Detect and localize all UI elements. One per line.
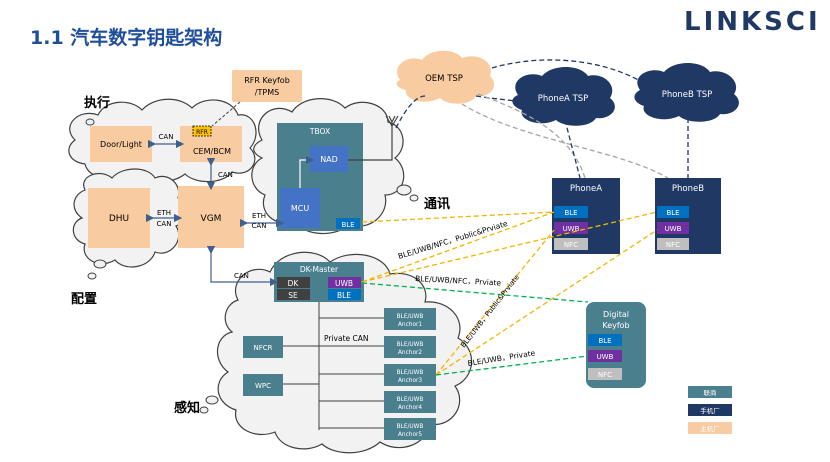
phonea-nfc-label: NFC — [564, 241, 578, 249]
vgm-box: VGM — [178, 186, 244, 248]
vgm-dk-link — [206, 245, 279, 287]
dk-label: DK — [288, 279, 300, 288]
phoneb-box: PhoneB BLE UWB NFC — [655, 178, 721, 254]
private-can-bus — [290, 302, 384, 430]
wireless-links — [361, 211, 658, 376]
anchor-3: BLE/UWB Anchor3 — [384, 364, 436, 386]
anchor-4-line2: Anchor4 — [398, 405, 422, 411]
keyfob-ble-label: BLE — [598, 337, 611, 345]
cloud-bubbles — [85, 118, 419, 414]
dk-master-label: DK-Master — [300, 265, 339, 274]
rfr-keyfob-label-2: /TPMS — [255, 88, 279, 97]
legend-swatch-3 — [688, 422, 732, 434]
anchor-5-line2: Anchor5 — [398, 432, 422, 438]
phoneb-tsp-label: PhoneB TSP — [662, 90, 713, 100]
rfr-keyfob-link — [211, 101, 241, 127]
mcu-label: MCU — [291, 204, 309, 213]
zone-comm-label: 通讯 — [424, 196, 450, 212]
phoneb-nfc-label: NFC — [666, 241, 680, 249]
door-light-box: Door/Light — [90, 126, 152, 162]
anchor-1-line1: BLE/UWB — [397, 314, 424, 320]
door-cem-can-label: CAN — [159, 133, 174, 141]
dk-master-box: DK-Master DK SE UWB BLE — [274, 262, 364, 302]
anchor-2-line2: Anchor2 — [398, 350, 422, 356]
anchor-3-line1: BLE/UWB — [397, 370, 424, 376]
rfr-keyfob-label-1: RFR Keyfob — [244, 76, 290, 85]
anchor-4-line1: BLE/UWB — [397, 397, 424, 403]
digital-keyfob-box: Digital Keyfob BLE UWB NFC — [586, 302, 646, 388]
rfr-keyfob-box: RFR Keyfob /TPMS — [232, 70, 302, 102]
phonea-box: PhoneA BLE UWB NFC — [552, 178, 620, 254]
phonea-tsp-label: PhoneA TSP — [538, 94, 589, 104]
digital-keyfob-label-1: Digital — [603, 310, 629, 319]
tsp-links — [395, 59, 689, 179]
legend-label-3: 主机厂 — [700, 424, 720, 433]
dk-ble-label: BLE — [337, 291, 351, 300]
tbox-label: TBOX — [309, 127, 330, 136]
zone-exec-label: 执行 — [84, 95, 110, 111]
phonea-ble-label: BLE — [564, 209, 577, 217]
door-light-label: Door/Light — [100, 140, 142, 149]
nfcr-box: NFCR — [243, 336, 283, 358]
se-label: SE — [288, 291, 298, 300]
zone-sense-label: 感知 — [174, 400, 200, 416]
anchor-1-line2: Anchor1 — [398, 322, 422, 328]
nad-label: NAD — [320, 155, 338, 164]
keyfob-uwb-label: UWB — [597, 353, 614, 361]
cem-bcm-label: CEM/BCM — [193, 147, 231, 156]
anchor-1: BLE/UWB Anchor1 — [384, 308, 436, 330]
legend-swatch-1 — [688, 386, 732, 398]
oem-tsp-label: OEM TSP — [425, 74, 463, 84]
antenna-icon — [348, 115, 399, 161]
brand-logo: LINKSCI — [684, 7, 821, 37]
phonea-link-label: BLE/UWB/NFC，Public&Prviate — [397, 219, 509, 261]
legend-label-2: 手机厂 — [700, 406, 720, 415]
anchor-2: BLE/UWB Anchor2 — [384, 336, 436, 358]
phoneb-tsp: PhoneB TSP — [634, 63, 739, 122]
dhu-box: DHU — [88, 188, 150, 248]
phoneb-uwb-label: UWB — [665, 225, 682, 233]
phoneb-ble-label: BLE — [666, 209, 679, 217]
zone-config-label: 配置 — [71, 292, 97, 307]
dk-uwb-label: UWB — [335, 279, 353, 288]
phonea-uwb-label: UWB — [563, 225, 580, 233]
keyfob-link-label: BLE/UWB/NFC，Prviate — [415, 274, 502, 288]
vgm-label: VGM — [201, 214, 222, 224]
anchor-5-line1: BLE/UWB — [397, 424, 424, 430]
phonea-label: PhoneA — [570, 184, 602, 194]
private-can-label: Private CAN — [324, 334, 369, 343]
wpc-box: WPC — [243, 374, 283, 396]
vgm-tbox-can-label: CAN — [252, 222, 267, 230]
legend: 联商 手机厂 主机厂 — [688, 386, 732, 434]
rfr-tag: RFR — [192, 125, 212, 137]
wpc-label: WPC — [255, 382, 271, 390]
page-title: 1.1 汽车数字钥匙架构 — [30, 26, 222, 49]
anchor-3-line2: Anchor3 — [398, 378, 422, 384]
oem-tsp: OEM TSP — [396, 50, 495, 104]
dhu-vgm-eth-label: ETH — [157, 209, 171, 217]
dhu-label: DHU — [109, 214, 129, 224]
tbox-box: TBOX NAD MCU BLE — [277, 123, 363, 231]
anchor-4: BLE/UWB Anchor4 — [384, 391, 436, 413]
legend-swatch-2 — [688, 404, 732, 416]
nfcr-label: NFCR — [253, 344, 272, 352]
keyfob-nfc-label: NFC — [598, 371, 612, 379]
dhu-vgm-can-label: CAN — [157, 220, 172, 228]
rfr-label: RFR — [196, 129, 208, 136]
digital-keyfob-label-2: Keyfob — [602, 321, 629, 330]
cem-vgm-can-label: CAN — [218, 171, 233, 179]
legend-label-1: 联商 — [704, 388, 718, 397]
anchor-5: BLE/UWB Anchor5 — [384, 418, 436, 440]
phonea-tsp: PhoneA TSP — [512, 67, 615, 126]
keyfob-anchor-label: BLE/UWB，Private — [467, 348, 536, 368]
vgm-dk-can-label: CAN — [234, 272, 249, 280]
tbox-ble-label: BLE — [341, 221, 354, 229]
anchor-2-line1: BLE/UWB — [397, 342, 424, 348]
vgm-tbox-eth-label: ETH — [252, 212, 266, 220]
phoneb-label: PhoneB — [672, 184, 704, 194]
